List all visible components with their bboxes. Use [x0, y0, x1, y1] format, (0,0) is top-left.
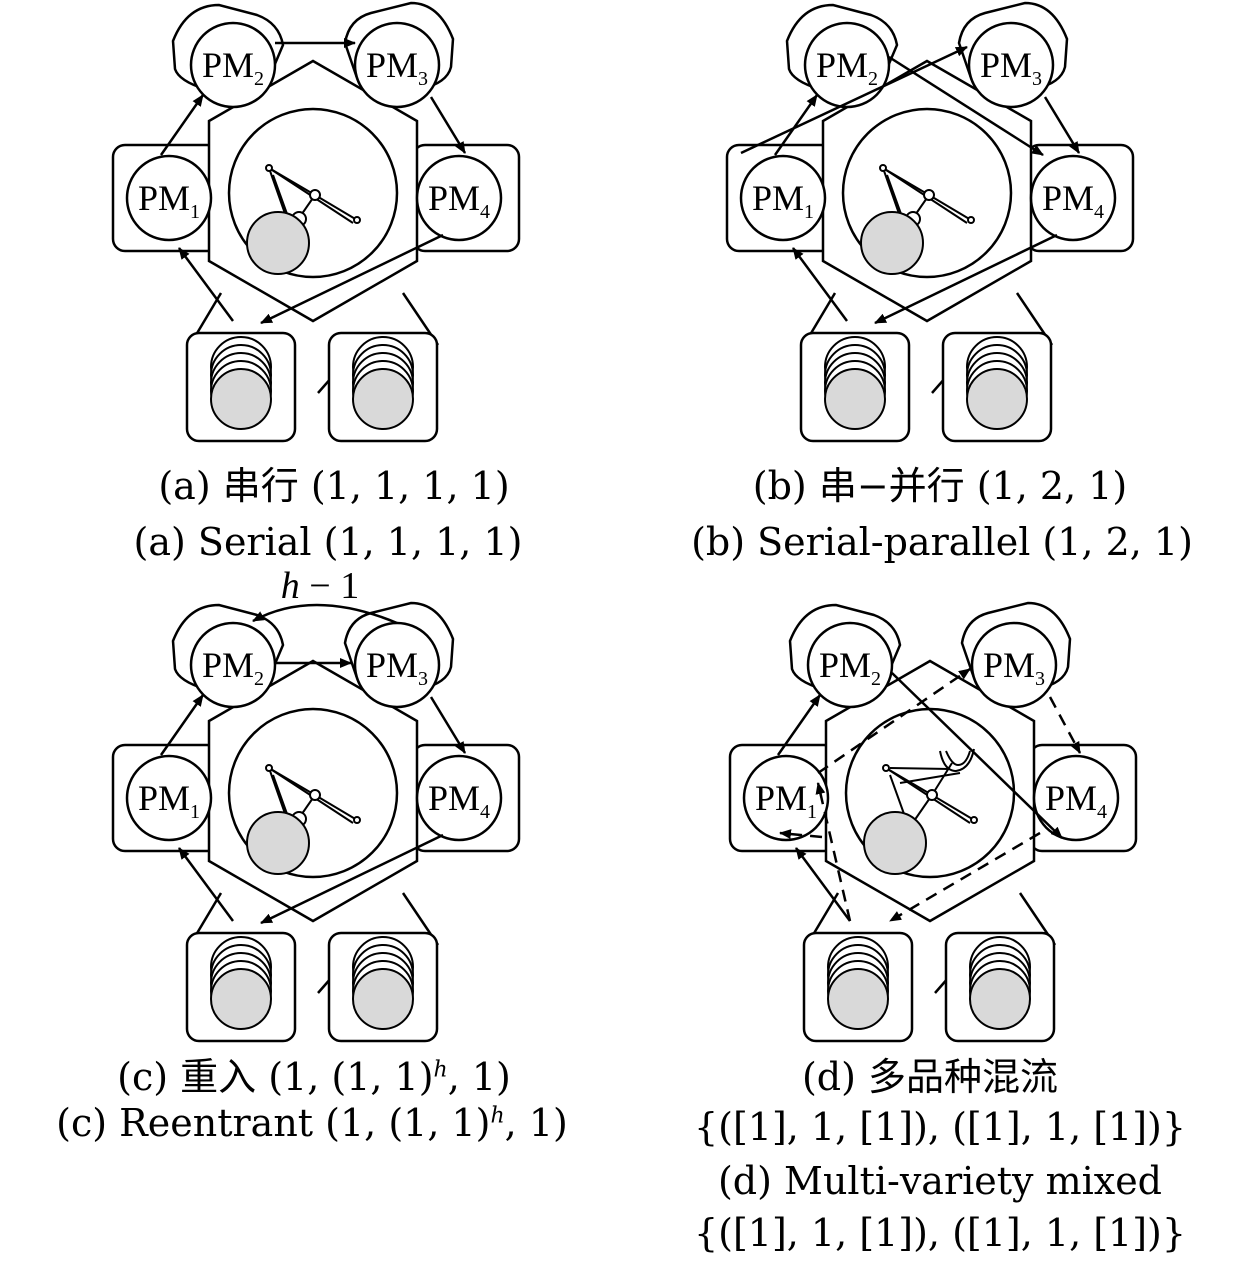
pm1-label: PM1 [138, 178, 200, 223]
pm4-label: PM4 [1042, 178, 1104, 223]
diagram-c-reentrant [111, 601, 521, 1043]
pm2-label: PM2 [819, 645, 881, 690]
caption-d-zh-tuple: {([1], 1, [1]), ([1], 1, [1])} [693, 1105, 1187, 1149]
caption-d-en-tuple: {([1], 1, [1]), ([1], 1, [1])} [693, 1211, 1187, 1255]
caption-b-zh: (b) 串−并行 (1, 2, 1) [752, 464, 1128, 508]
flow-arrow [776, 694, 822, 756]
caption-d-en: (d) Multi-variety mixed [717, 1159, 1163, 1203]
pm3-label: PM3 [366, 645, 428, 690]
reentry-arrow [252, 603, 398, 625]
flow-arrow [874, 233, 1058, 325]
caption-c-zh-post: , 1) [447, 1055, 511, 1099]
dashed-flow-arrow [817, 667, 971, 775]
dashed-flow-arrow [889, 831, 1041, 923]
pm1-label: PM1 [138, 778, 200, 823]
flow-arrow [740, 45, 968, 155]
dashed-flow-arrow [815, 782, 852, 922]
flow-arrow [888, 55, 1044, 157]
flow-arrow [429, 696, 467, 754]
caption-a-zh: (a) 串行 (1, 1, 1, 1) [158, 464, 510, 508]
flow-arrow [159, 694, 205, 756]
pm3-label: PM3 [366, 45, 428, 90]
flow-arrow [159, 94, 205, 156]
flow-arrow [1043, 96, 1081, 154]
pm4-label: PM4 [428, 178, 490, 223]
pm2-label: PM2 [202, 645, 264, 690]
caption-c-en-main: (c) Reentrant (1, (1, 1) [56, 1101, 491, 1145]
flow-arrow [891, 672, 1063, 839]
flow-arrow [177, 247, 235, 322]
flow-arrow [429, 96, 467, 154]
caption-c-zh-sup: h [433, 1057, 448, 1083]
dashed-flow-arrow [1048, 696, 1082, 754]
caption-c-zh: (c) 重入 (1, (1, 1)h, 1) [117, 1058, 511, 1096]
flow-arrow [773, 94, 819, 156]
caption-c-zh-main: (c) 重入 (1, (1, 1) [117, 1055, 434, 1099]
flow-arrow [260, 233, 444, 325]
pm4-label: PM4 [1045, 778, 1107, 823]
pm4-label: PM4 [428, 778, 490, 823]
pm1-label: PM1 [752, 178, 814, 223]
reentry-label: h − 1 [281, 565, 359, 607]
pm2-label: PM2 [202, 45, 264, 90]
pm2-label: PM2 [816, 45, 878, 90]
caption-b-en: (b) Serial-parallel (1, 2, 1) [691, 520, 1193, 564]
flow-arrow [791, 247, 849, 322]
diagram-a-serial [111, 1, 521, 443]
caption-c-en: (c) Reentrant (1, (1, 1)h, 1) [56, 1104, 568, 1142]
flow-arrow [260, 833, 444, 925]
pm3-label: PM3 [980, 45, 1042, 90]
flow-arrow [177, 847, 235, 922]
pm3-label: PM3 [983, 645, 1045, 690]
caption-c-en-post: , 1) [504, 1101, 568, 1145]
caption-c-en-sup: h [490, 1103, 505, 1129]
diagram-d-multi-variety [728, 601, 1138, 1043]
caption-a-en: (a) Serial (1, 1, 1, 1) [133, 520, 523, 564]
caption-d-zh: (d) 多品种混流 [801, 1055, 1059, 1099]
pm1-label: PM1 [755, 778, 817, 823]
flow-arrow [794, 847, 852, 922]
dashed-flow-arrow [779, 829, 823, 840]
diagram-b-serial-parallel [725, 1, 1135, 443]
